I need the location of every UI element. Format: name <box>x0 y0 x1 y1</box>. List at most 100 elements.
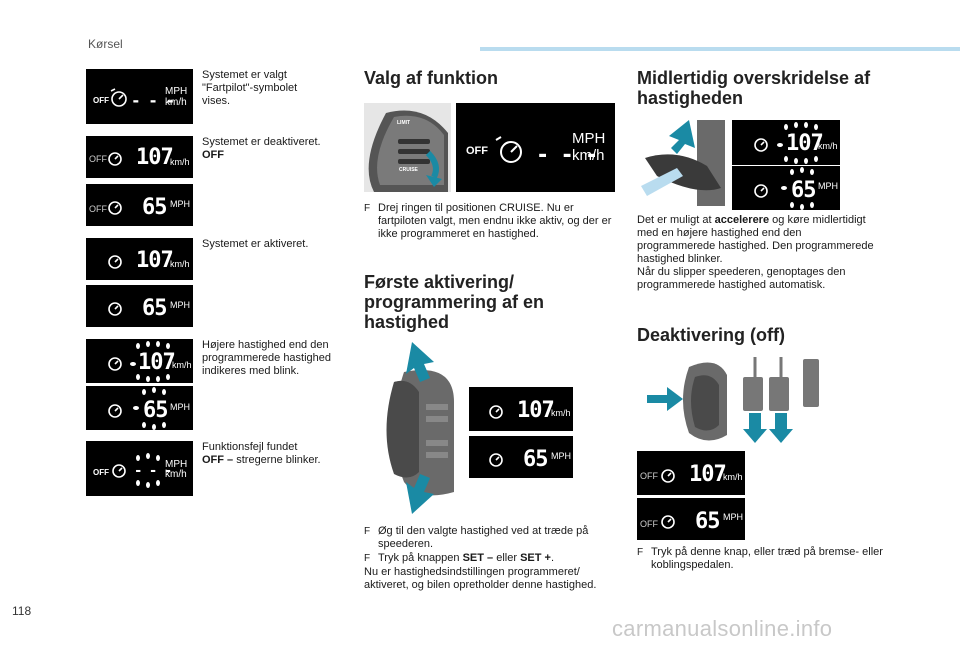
accelerator-pedal-illustration <box>637 118 727 208</box>
off-label: OFF <box>466 145 488 157</box>
speed-symbol-icon <box>489 453 503 467</box>
display-fault: OFF - - - MPH km/h <box>86 441 193 496</box>
speed-symbol-icon <box>110 88 127 107</box>
display-mid-mph: 65 MPH <box>469 436 573 478</box>
off-label: OFF <box>89 154 107 164</box>
deactivation-illustration <box>637 355 827 445</box>
desc-selected: Systemet er valgt "Fartpilot"-symbolet v… <box>202 69 298 107</box>
speed-symbol-icon <box>108 255 122 269</box>
stalk-knob-icon <box>364 103 451 192</box>
unit-mph: MPH <box>551 451 571 461</box>
display-right-kmh: 107 km/h <box>732 120 840 165</box>
title-deaktivering: Deaktivering (off) <box>637 325 786 345</box>
unit-kmh: km/h <box>165 97 187 108</box>
unit-mph: MPH <box>165 86 188 97</box>
speed-symbol-icon <box>108 302 122 316</box>
unit-kmh: km/h <box>170 259 190 269</box>
desc-activated: Systemet er aktiveret. <box>202 238 309 250</box>
display-selected: OFF - - - MPH km/h <box>86 69 193 124</box>
watermark: carmanualsonline.info <box>612 616 833 641</box>
unit-mph: MPH <box>170 300 190 310</box>
speed-value: 107 <box>136 248 174 273</box>
bullet-icon: F <box>637 547 644 558</box>
off-label: OFF <box>640 519 658 529</box>
knob-label-limit: LIMIT <box>397 120 411 126</box>
speed-value: 107 <box>517 398 555 423</box>
header-bar <box>480 47 960 51</box>
unit-kmh: km/h <box>818 141 838 151</box>
dashes: - - - <box>134 463 172 479</box>
speed-value: 65 <box>791 178 816 203</box>
dashes: - - - <box>536 143 598 168</box>
bullet-forste-1-text: Øg til den valgte hastighed ved at træde… <box>378 525 589 550</box>
bullet-forste-1: F Øg til den valgte hastighed ved at træ… <box>364 525 614 551</box>
display-deakt-mph: OFF 65 MPH <box>637 498 745 540</box>
bullet-icon: F <box>364 553 371 564</box>
unit-mph: MPH <box>170 402 190 412</box>
speed-symbol-icon <box>495 136 522 163</box>
page-number: 118 <box>12 604 32 618</box>
speed-value: 65 <box>523 447 548 472</box>
unit-kmh: km/h <box>170 157 190 167</box>
unit-kmh: km/h <box>551 408 571 418</box>
para-midlertidig: Det er muligt at accelerere og køre midl… <box>637 214 874 291</box>
title-valg: Valg af funktion <box>364 68 499 88</box>
display-mid-kmh: 107 km/h <box>469 387 573 431</box>
display-right-mph: 65 MPH <box>732 166 840 210</box>
display-active-mph: 65 MPH <box>86 285 193 327</box>
desc-deactivated: Systemet er deaktiveret.OFF <box>202 136 321 161</box>
unit-kmh: km/h <box>165 469 187 480</box>
bullet-forste-2: F Tryk på knappen SET – eller SET +. <box>364 552 614 565</box>
blink-rays-icon <box>754 167 814 210</box>
unit-kmh: km/h <box>172 360 192 370</box>
speed-value: 107 <box>689 462 727 487</box>
bullet-valg: F Drej ringen til positionen CRUISE. Nu … <box>364 202 612 241</box>
brake-clutch-pedals-icon <box>637 355 827 445</box>
set-stalk-illustration <box>364 342 454 516</box>
unit-mph: MPH <box>572 130 606 147</box>
blink-rays-icon <box>108 387 166 430</box>
speed-symbol-icon <box>661 469 675 483</box>
display-blink-kmh: 107 km/h <box>86 339 193 383</box>
speed-symbol-icon <box>661 515 675 529</box>
unit-kmh: km/h <box>723 472 743 482</box>
off-label: OFF <box>93 468 109 477</box>
unit-mph: MPH <box>723 512 743 522</box>
bullet-icon: F <box>364 203 371 214</box>
speed-value: 65 <box>142 195 167 220</box>
blink-rays-icon <box>754 122 818 164</box>
title-midlertidig: Midlertidig overskridelse af hastigheden <box>637 68 871 108</box>
blink-rays-icon <box>108 341 170 382</box>
speed-value: 65 <box>142 296 167 321</box>
cruise-knob-illustration: LIMIT CRUISE <box>364 103 451 192</box>
speed-symbol-icon <box>489 405 503 419</box>
off-label: OFF <box>640 471 658 481</box>
speed-symbol-icon <box>108 201 122 215</box>
unit-mph: MPH <box>165 459 188 470</box>
display-blink-mph: 65 MPH <box>86 386 193 430</box>
speed-value: 65 <box>695 509 720 534</box>
speed-value: 107 <box>138 350 176 375</box>
para-forste: Nu er hastighedsindstillingen programmer… <box>364 566 597 591</box>
off-label: OFF <box>89 204 107 214</box>
speed-value: 107 <box>136 145 174 170</box>
bullet-valg-text: Drej ringen til positionen CRUISE. Nu er… <box>378 202 612 240</box>
unit-kmh: km/h <box>572 147 605 164</box>
bullet-deakt-text: Tryk på denne knap, eller træd på bremse… <box>651 546 883 571</box>
stalk-set-icon <box>364 342 454 516</box>
bullet-forste-2-text: Tryk på knappen SET – eller SET +. <box>378 552 555 564</box>
display-deactivated-mph: OFF 65 MPH <box>86 184 193 226</box>
speed-symbol-icon <box>108 152 122 166</box>
section-header: Kørsel <box>88 37 123 51</box>
dashes: - - - <box>131 91 175 110</box>
speed-value: 107 <box>786 131 824 156</box>
display-deakt-kmh: OFF 107 km/h <box>637 451 745 495</box>
display-large-selected: OFF - - - MPH km/h <box>456 103 615 192</box>
speed-value: 65 <box>143 398 168 423</box>
blink-rays-icon <box>112 453 160 488</box>
bullet-deakt: F Tryk på denne knap, eller træd på brem… <box>637 546 887 572</box>
unit-mph: MPH <box>170 199 190 209</box>
display-active-kmh: 107 km/h <box>86 238 193 280</box>
pedal-press-icon <box>637 118 727 208</box>
